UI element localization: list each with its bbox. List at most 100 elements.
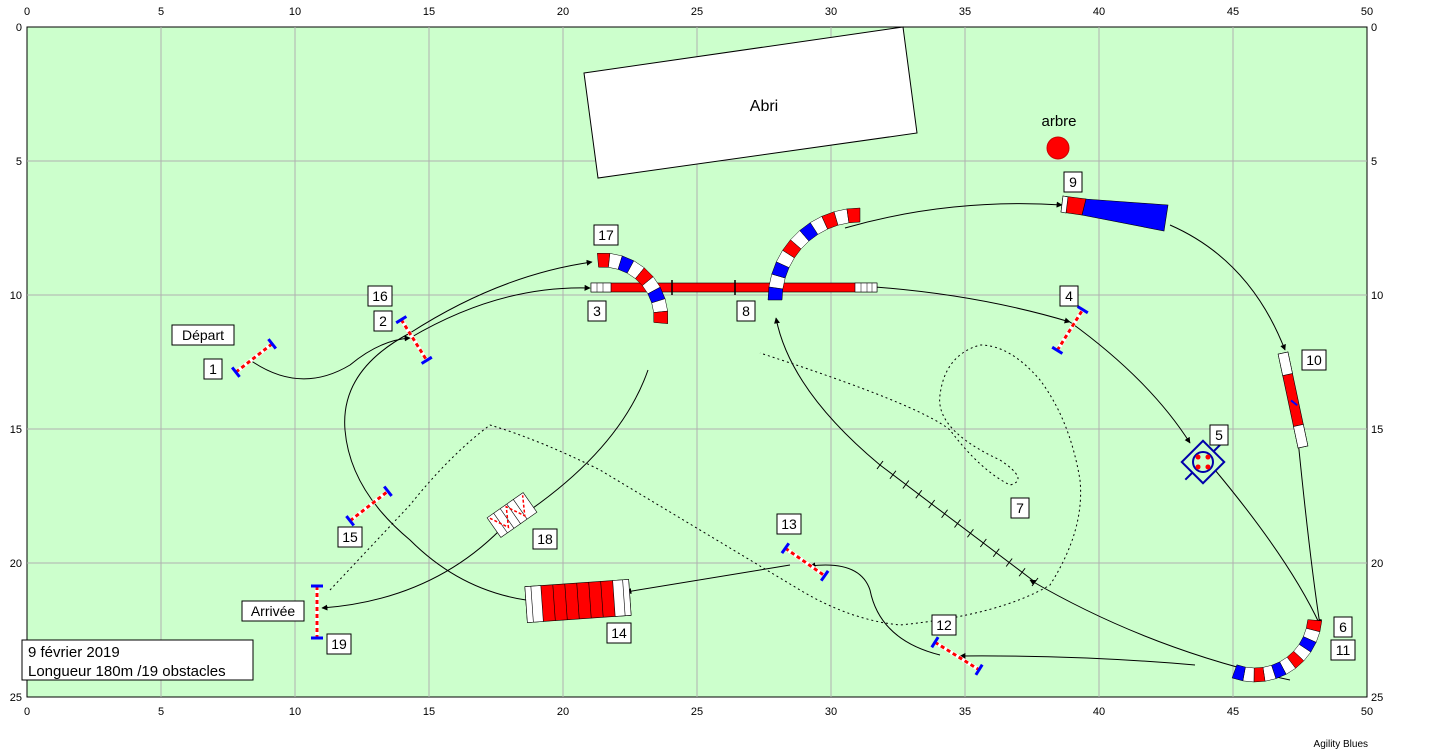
obstacle-2-jump	[395, 315, 433, 365]
obstacle-15-jump	[345, 485, 393, 527]
svg-text:7: 7	[1016, 500, 1024, 516]
start-box: Départ	[171, 324, 235, 346]
svg-text:5: 5	[1215, 427, 1223, 443]
x-tick-top: 25	[691, 6, 703, 18]
shelter: Abri	[583, 26, 918, 179]
svg-text:14: 14	[611, 625, 627, 641]
x-tick-bottom: 45	[1227, 706, 1239, 718]
obstacle-label-13: 13	[776, 513, 802, 535]
obstacle-label-8: 8	[736, 300, 756, 322]
obstacle-label-19: 19	[326, 633, 352, 655]
x-tick-top: 15	[423, 6, 435, 18]
y-tick-right: 0	[1371, 22, 1377, 34]
obstacle-label-2: 2	[373, 310, 393, 332]
svg-text:18: 18	[537, 531, 553, 547]
obstacle-label-15: 15	[337, 526, 363, 548]
x-tick-bottom: 30	[825, 706, 837, 718]
obstacle-label-17: 17	[593, 224, 619, 246]
x-tick-top: 35	[959, 6, 971, 18]
x-tick-top: 30	[825, 6, 837, 18]
tree: arbre	[1041, 113, 1077, 160]
tree-label: arbre	[1041, 113, 1076, 130]
svg-text:4: 4	[1065, 288, 1073, 304]
obstacle-label-3: 3	[587, 300, 607, 322]
y-tick-left: 0	[16, 22, 22, 34]
x-tick-bottom: 40	[1093, 706, 1105, 718]
y-tick-left: 5	[16, 156, 22, 168]
y-tick-left: 10	[10, 290, 22, 302]
tire	[1180, 439, 1226, 485]
x-tick-top: 45	[1227, 6, 1239, 18]
x-tick-bottom: 5	[158, 706, 164, 718]
axis-ticks: 0055101015152020252530303535404045455050…	[10, 6, 1384, 718]
svg-text:19: 19	[331, 636, 347, 652]
obstacle-9-tunnel	[1060, 195, 1169, 232]
obstacle-10-seesaw	[1277, 351, 1309, 449]
handler-paths	[329, 344, 1082, 626]
obstacle-4-jump	[1051, 305, 1089, 355]
x-tick-top: 0	[24, 6, 30, 18]
credit: Agility Blues	[1314, 739, 1368, 750]
obstacle-label-14: 14	[606, 622, 632, 644]
svg-text:9: 9	[1069, 174, 1077, 190]
svg-text:13: 13	[781, 516, 797, 532]
obstacle-label-9: 9	[1063, 171, 1083, 193]
x-tick-bottom: 35	[959, 706, 971, 718]
svg-text:2: 2	[379, 313, 387, 329]
svg-text:11: 11	[1336, 642, 1351, 658]
shelter-label: Abri	[750, 98, 778, 115]
x-tick-bottom: 10	[289, 706, 301, 718]
y-tick-right: 25	[1371, 692, 1383, 704]
x-tick-top: 10	[289, 6, 301, 18]
obstacle-label-16: 16	[367, 285, 393, 307]
obstacle-17-tunnel	[597, 252, 669, 324]
weave-poles	[876, 460, 1039, 587]
svg-text:16: 16	[372, 288, 388, 304]
svg-text:1: 1	[209, 361, 217, 377]
y-tick-right: 20	[1371, 558, 1383, 570]
obstacle-label-12: 12	[931, 614, 957, 636]
x-tick-top: 20	[557, 6, 569, 18]
jumps	[230, 305, 1089, 676]
svg-text:15: 15	[342, 529, 358, 545]
y-tick-left: 20	[10, 558, 22, 570]
svg-text:3: 3	[593, 303, 601, 319]
obstacle-label-10: 10	[1301, 349, 1327, 371]
obstacle-label-18: 18	[532, 528, 558, 550]
obstacle-13-jump	[780, 542, 830, 582]
x-tick-bottom: 50	[1361, 706, 1373, 718]
y-tick-right: 10	[1371, 290, 1383, 302]
dogwalk	[590, 280, 878, 295]
obstacle-8-tunnel	[767, 207, 861, 301]
info-box: 9 février 2019 Longueur 180m /19 obstacl…	[21, 639, 254, 681]
y-tick-left: 25	[10, 692, 22, 704]
course-path	[249, 201, 1323, 681]
svg-text:17: 17	[598, 227, 614, 243]
y-tick-right: 5	[1371, 156, 1377, 168]
obstacle-label-7: 7	[1010, 497, 1030, 519]
y-tick-left: 15	[10, 424, 22, 436]
x-tick-bottom: 20	[557, 706, 569, 718]
svg-text:12: 12	[936, 617, 952, 633]
obstacle-label-4: 4	[1059, 285, 1079, 307]
y-tick-right: 15	[1371, 424, 1383, 436]
tunnels	[597, 207, 1323, 683]
x-tick-bottom: 0	[24, 706, 30, 718]
obstacle-19-jump	[311, 584, 323, 640]
x-tick-top: 5	[158, 6, 164, 18]
obstacle-label-5: 5	[1209, 424, 1229, 446]
x-tick-bottom: 15	[423, 706, 435, 718]
long-jump	[486, 492, 538, 538]
obstacle-1-jump	[230, 338, 278, 378]
obstacle-14-tunnel	[524, 579, 632, 623]
finish-box: Arrivée	[241, 600, 305, 622]
obstacle-label-11: 11	[1330, 639, 1356, 661]
svg-text:8: 8	[742, 303, 750, 319]
obstacle-12-jump	[930, 636, 984, 676]
obstacle-label-6: 6	[1333, 616, 1353, 638]
x-tick-bottom: 25	[691, 706, 703, 718]
svg-text:6: 6	[1339, 619, 1347, 635]
x-tick-top: 50	[1361, 6, 1373, 18]
